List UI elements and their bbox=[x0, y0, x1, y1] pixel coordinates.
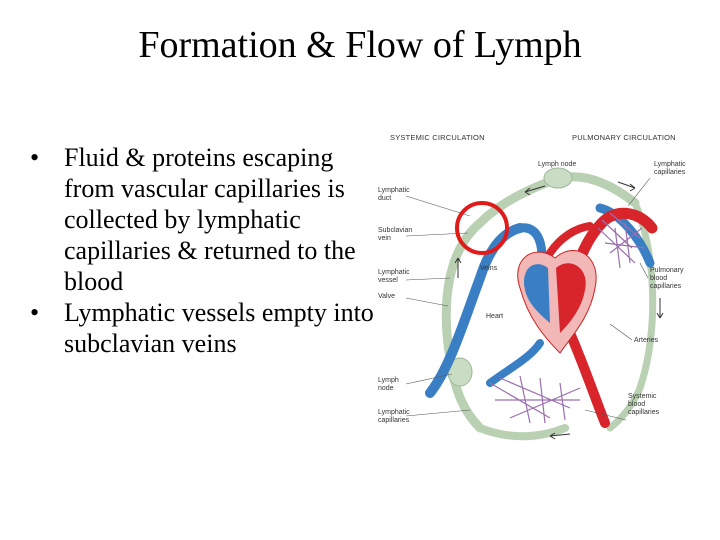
label-veins: Veins bbox=[480, 265, 498, 272]
label-lymph-node-top: Lymph node bbox=[538, 161, 576, 168]
label-lymphatic-capillaries-top: Lymphatic bbox=[654, 161, 686, 168]
heart-shape bbox=[517, 249, 597, 354]
label-lymphatic-duct: duct bbox=[378, 195, 391, 202]
label-lymph-node-bottom: Lymph bbox=[378, 377, 399, 384]
systemic-header: SYSTEMIC CIRCULATION bbox=[390, 133, 485, 142]
systemic-capillary-bed bbox=[489, 375, 581, 424]
bullet-item: • Lymphatic vessels empty into subclavia… bbox=[30, 297, 375, 359]
circulation-diagram: SYSTEMIC CIRCULATION PULMONARY CIRCULATI… bbox=[378, 133, 686, 441]
pulmonary-header: PULMONARY CIRCULATION bbox=[572, 133, 676, 142]
label-arteries: Arteries bbox=[634, 337, 659, 344]
label-systemic-capillaries: capillaries bbox=[628, 409, 660, 416]
lymph-node-top-shape bbox=[543, 167, 573, 189]
label-lymphatic-duct: Lymphatic bbox=[378, 187, 410, 194]
label-lymphatic-capillaries-top: capillaries bbox=[654, 169, 686, 176]
flow-arrows bbox=[454, 181, 664, 440]
label-lymphatic-vessel: vessel bbox=[378, 277, 398, 284]
leader-lines bbox=[405, 177, 651, 421]
label-pulmonary-capillaries: Pulmonary bbox=[650, 267, 684, 274]
label-pulmonary-capillaries: capillaries bbox=[650, 283, 682, 290]
bullet-list: • Fluid & proteins escaping from vascula… bbox=[30, 142, 375, 359]
bullet-glyph: • bbox=[30, 143, 40, 172]
label-systemic-capillaries: Systemic bbox=[628, 393, 657, 400]
bullet-item: • Fluid & proteins escaping from vascula… bbox=[30, 142, 375, 297]
label-heart: Heart bbox=[486, 313, 503, 320]
label-systemic-capillaries: blood bbox=[628, 401, 645, 408]
pulmonary-capillary-bed bbox=[597, 212, 646, 269]
bullet-text: Fluid & proteins escaping from vascular … bbox=[64, 143, 356, 296]
slide-title: Formation & Flow of Lymph bbox=[138, 24, 582, 66]
label-lymph-node-bottom: node bbox=[378, 385, 394, 392]
label-subclavian-vein: Subclavian bbox=[378, 227, 412, 234]
bullet-text: Lymphatic vessels empty into subclavian … bbox=[64, 298, 374, 358]
label-subclavian-vein: vein bbox=[378, 235, 391, 242]
highlight-circle bbox=[455, 201, 509, 255]
label-valve: Valve bbox=[378, 293, 395, 300]
label-lymphatic-capillaries-bottom: Lymphatic bbox=[378, 409, 410, 416]
label-pulmonary-capillaries: blood bbox=[650, 275, 667, 282]
label-lymphatic-capillaries-bottom: capillaries bbox=[378, 417, 410, 424]
label-lymphatic-vessel: Lymphatic bbox=[378, 269, 410, 276]
bullet-glyph: • bbox=[30, 298, 40, 327]
